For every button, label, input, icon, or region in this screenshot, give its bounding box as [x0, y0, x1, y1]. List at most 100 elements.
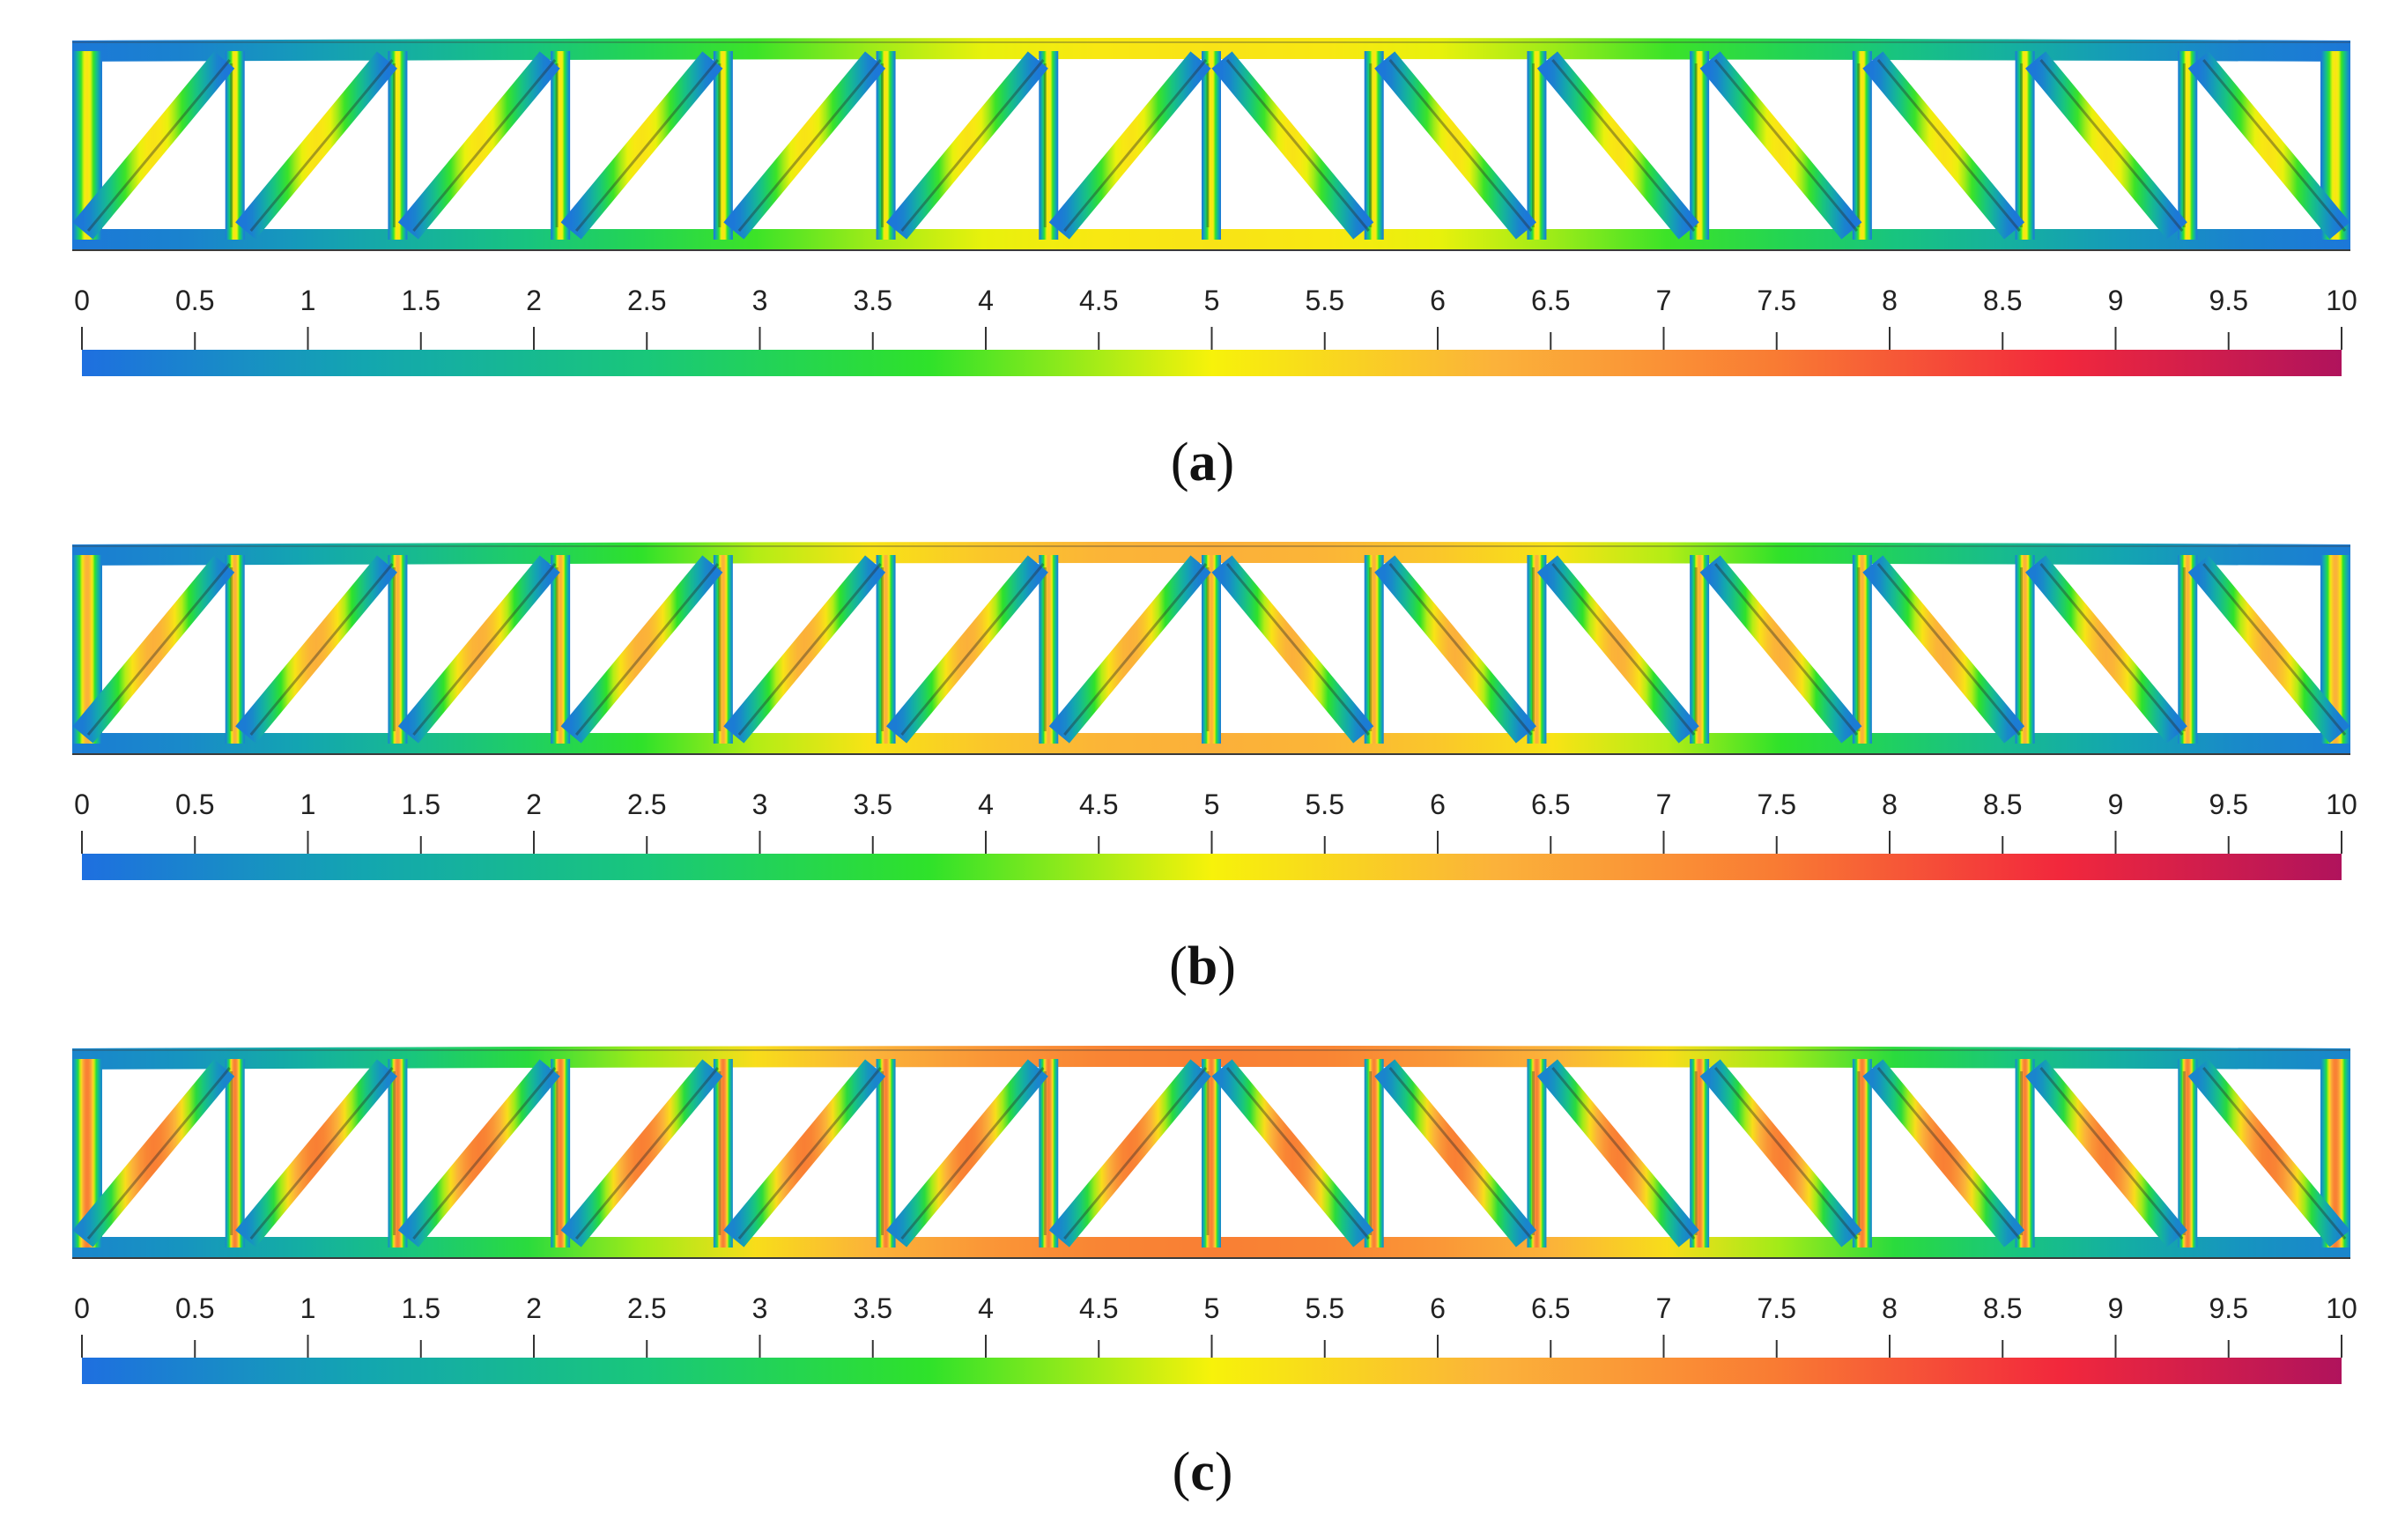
vertical-post — [876, 555, 896, 744]
top-chord — [72, 542, 2350, 566]
vertical-post — [1852, 51, 1872, 240]
diagonal-edge — [249, 563, 394, 736]
vertical-post — [713, 1059, 733, 1248]
diagonal-edge — [2202, 59, 2347, 232]
vertical-post — [2178, 1059, 2198, 1248]
truss — [72, 1046, 2350, 1259]
vertical-post — [1039, 1059, 1059, 1248]
diagonal-member — [397, 51, 560, 240]
diagonal-member — [723, 555, 886, 744]
colorbar-tick-label: 1.5 — [402, 1292, 440, 1324]
colorbar-tick-label: 3.5 — [854, 1292, 892, 1324]
diagonal-member — [1862, 1059, 2025, 1248]
diagonal-edge — [737, 59, 882, 232]
colorbar-tick-label: 0 — [74, 285, 90, 316]
colorbar-tick-label: 7.5 — [1758, 1292, 1796, 1324]
diagonal-edge — [1876, 563, 2021, 736]
colorbar-tick-label: 4.5 — [1079, 789, 1118, 820]
diagonal-member — [560, 1059, 723, 1248]
colorbar-tick-label: 8 — [1882, 789, 1898, 820]
vertical-post — [1364, 1059, 1384, 1248]
diagonal-member — [1374, 51, 1536, 240]
colorbar-tick-label: 1 — [300, 285, 316, 316]
vertical-post — [1364, 555, 1384, 744]
vertical-post — [1202, 555, 1221, 744]
colorbar-tick-label: 7 — [1656, 1292, 1672, 1324]
colorbar-tick-label: 0 — [74, 789, 90, 820]
colorbar-tick-label: 0.5 — [175, 789, 214, 820]
colorbar-gradient — [82, 1358, 2342, 1384]
diagonal-member — [2025, 1059, 2187, 1248]
colorbar-tick-label: 9.5 — [2209, 1292, 2248, 1324]
vertical-post — [1690, 1059, 1710, 1248]
vertical-post — [551, 51, 571, 240]
colorbar-tick-label: 0.5 — [175, 1292, 214, 1324]
colorbar-tick-label: 7 — [1656, 789, 1672, 820]
diagonal-member — [1699, 555, 1862, 744]
diagonal-member — [1211, 1059, 1374, 1248]
colorbar-tick-label: 8 — [1882, 285, 1898, 316]
diagonal-member — [397, 1059, 560, 1248]
diagonal-edge — [249, 59, 394, 232]
diagonal-edge — [2202, 563, 2347, 736]
caption-letter-a: a — [1188, 433, 1217, 492]
colorbar-tick-label: 7 — [1656, 285, 1672, 316]
vertical-post — [2178, 555, 2198, 744]
colorbar-tick-label: 1 — [300, 1292, 316, 1324]
colorbar-tick-label: 3 — [752, 1292, 768, 1324]
diagonal-edge — [1551, 59, 1696, 232]
diagonal-edge — [1713, 563, 1859, 736]
diagonal-member — [1862, 555, 2025, 744]
colorbar-tick-label: 2 — [526, 285, 542, 316]
caption-a: (a) — [0, 432, 2405, 494]
colorbar-tick-label: 4 — [978, 285, 994, 316]
caption-letter-b: b — [1187, 937, 1218, 996]
diagonal-member — [1699, 51, 1862, 240]
vertical-post — [551, 1059, 571, 1248]
colorbar-tick-label: 6 — [1430, 789, 1446, 820]
diagonal-edge — [2039, 563, 2184, 736]
diagonal-member — [886, 1059, 1048, 1248]
vertical-post — [1527, 51, 1547, 240]
diagonal-member — [560, 555, 723, 744]
diagonal-edge — [412, 1067, 557, 1240]
caption-b: (b) — [0, 936, 2405, 998]
colorbar-tick-label: 3 — [752, 285, 768, 316]
diagonal-member — [72, 1059, 235, 1248]
colorbar-tick-label: 0.5 — [175, 285, 214, 316]
vertical-post — [551, 555, 571, 744]
colorbar-tick-label: 5.5 — [1306, 285, 1344, 316]
caption-c: (c) — [0, 1441, 2405, 1504]
colorbar-tick-label: 3.5 — [854, 285, 892, 316]
colorbar-tick-label: 8 — [1882, 1292, 1898, 1324]
diagonal-member — [1536, 51, 1699, 240]
colorbar-tick-label: 0 — [74, 1292, 90, 1324]
diagonal-edge — [1388, 563, 1533, 736]
diagonal-member — [235, 555, 397, 744]
top-chord — [72, 1046, 2350, 1070]
diagonal-edge — [412, 563, 557, 736]
diagonal-edge — [2039, 1067, 2184, 1240]
colorbar-tick-label: 6.5 — [1531, 1292, 1570, 1324]
diagonal-edge — [900, 563, 1045, 736]
colorbar-tick-label: 9 — [2108, 285, 2124, 316]
colorbar-tick-label: 5 — [1204, 285, 1220, 316]
diagonal-member — [560, 51, 723, 240]
vertical-post — [2015, 1059, 2035, 1248]
colorbar-tick-label: 6 — [1430, 1292, 1446, 1324]
diagonal-member — [72, 51, 235, 240]
vertical-post — [876, 1059, 896, 1248]
caption-letter-c: c — [1190, 1442, 1215, 1502]
diagonal-member — [235, 51, 397, 240]
colorbar-tick-label: 1 — [300, 789, 316, 820]
vertical-post — [1202, 1059, 1221, 1248]
diagonal-edge — [900, 1067, 1045, 1240]
colorbar-tick-label: 9.5 — [2209, 789, 2248, 820]
diagonal-edge — [1225, 59, 1370, 232]
colorbar-tick-label: 5.5 — [1306, 1292, 1344, 1324]
diagonal-edge — [1551, 1067, 1696, 1240]
